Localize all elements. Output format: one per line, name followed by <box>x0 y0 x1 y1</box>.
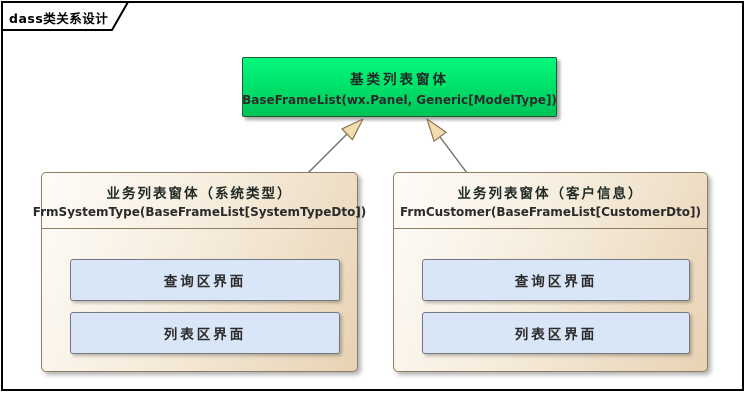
region-label: 列表区界面 <box>163 327 247 343</box>
diagram-frame <box>1 1 744 391</box>
subclass-signature: FrmCustomer(BaseFrameList[CustomerDto]) <box>399 205 702 219</box>
subclass-box-systemtype: 业务列表窗体（系统类型） FrmSystemType(BaseFrameList… <box>33 172 366 372</box>
subclass-header: 业务列表窗体（客户信息） FrmCustomer(BaseFrameList[C… <box>394 173 707 229</box>
frame-label-tab <box>1 0 130 31</box>
frame-label: dass类关系设计 <box>9 11 109 26</box>
subclass-title: 业务列表窗体（客户信息） <box>457 186 644 202</box>
region-box-query: 查询区界面 <box>70 259 340 301</box>
subclass-header: 业务列表窗体（系统类型） FrmSystemType(BaseFrameList… <box>33 173 366 229</box>
region-box-list: 列表区界面 <box>70 312 340 354</box>
base-class-title: 基类列表窗体 <box>350 71 449 88</box>
base-class-box: 基类列表窗体 BaseFrameList(wx.Panel, Generic[M… <box>242 57 557 117</box>
region-box-query: 查询区界面 <box>422 259 690 301</box>
subclass-title: 业务列表窗体（系统类型） <box>106 186 293 202</box>
base-class-signature: BaseFrameList(wx.Panel, Generic[ModelTyp… <box>242 92 557 107</box>
region-label: 查询区界面 <box>163 274 247 290</box>
region-label: 查询区界面 <box>514 274 598 290</box>
subclass-signature: FrmSystemType(BaseFrameList[SystemTypeDt… <box>32 205 367 219</box>
subclass-box-customer: 业务列表窗体（客户信息） FrmCustomer(BaseFrameList[C… <box>393 172 708 372</box>
region-label: 列表区界面 <box>514 327 598 343</box>
region-box-list: 列表区界面 <box>422 312 690 354</box>
frame-tab-shape <box>1 0 130 31</box>
